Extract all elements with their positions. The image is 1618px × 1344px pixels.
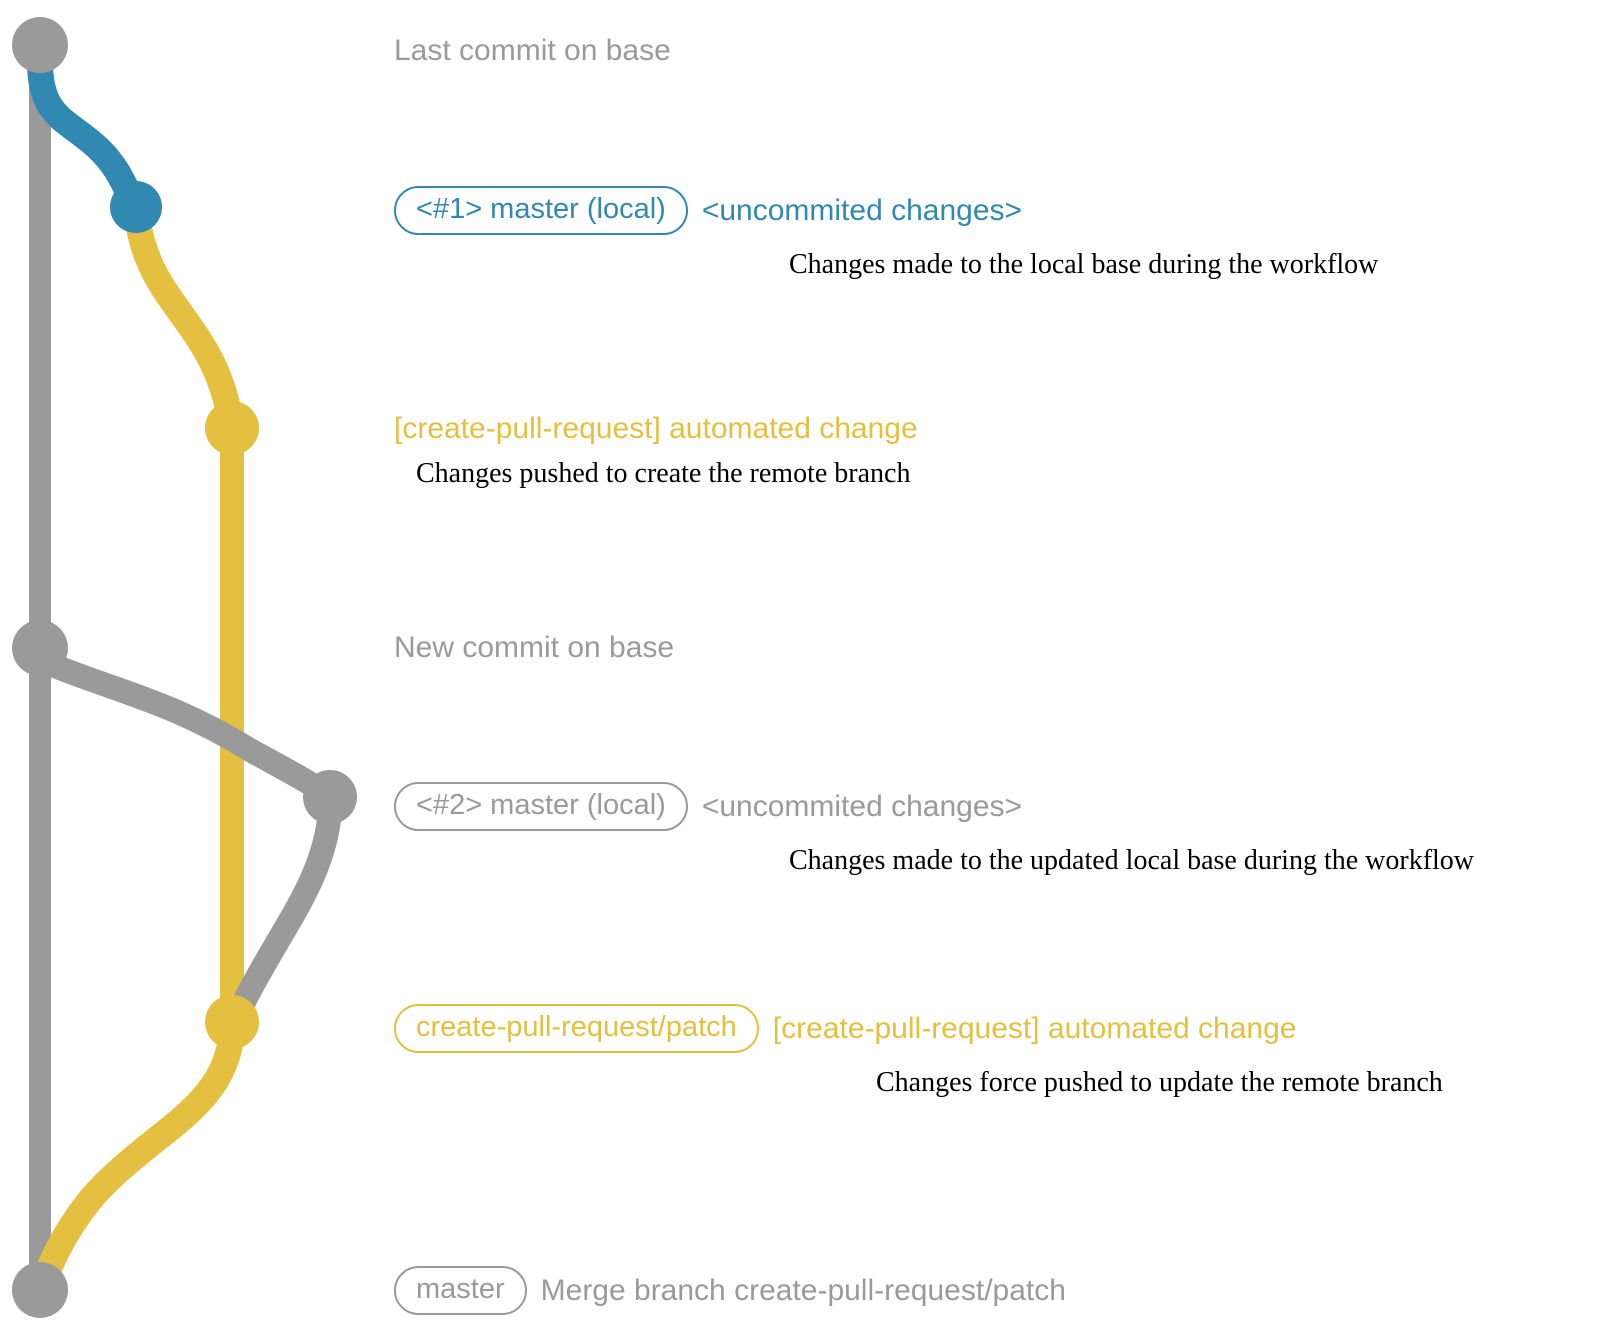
commit-row-local-master-2: <#2> master (local) <uncommited changes>… [394,782,1474,875]
new-commit-on-base-node [12,620,68,676]
patch-merge-line [27,1015,245,1303]
patch-branch-1-line [125,209,245,441]
commit-row-head: create-pull-request/patch [create-pull-r… [394,1004,1443,1053]
patch-commit-1-node [205,401,259,455]
commit-row-head: [create-pull-request] automated change [394,414,918,444]
merge-commit-node [12,1262,68,1318]
commit-subject: <uncommited changes> [701,193,1023,227]
commit-row-head: <#2> master (local) <uncommited changes> [394,782,1474,831]
local2-to-patch2-line [223,798,342,1032]
commit-row-head: <#1> master (local) <uncommited changes> [394,186,1378,235]
commit-note: Changes made to the local base during th… [789,249,1379,280]
patch-commit-2-node [205,995,259,1049]
commit-subject: Last commit on base [394,34,671,67]
commit-row-merge-commit: master Merge branch create-pull-request/… [394,1266,1066,1315]
commit-caption-last-commit-on-base: Last commit on base [394,36,671,66]
commit-row-patch-commit-1: [create-pull-request] automated change C… [394,414,918,488]
local-master-2-node [303,770,357,824]
ref-badge-create-pull-request-patch[interactable]: create-pull-request/patch [394,1004,759,1053]
commit-note: Changes made to the updated local base d… [789,845,1475,876]
commit-note: Changes force pushed to update the remot… [876,1067,1443,1098]
commit-row-head: master Merge branch create-pull-request/… [394,1266,1066,1315]
commit-note: Changes pushed to create the remote bran… [416,458,911,489]
commit-caption-new-commit-on-base: New commit on base [394,633,674,663]
ref-badge-local-master-2[interactable]: <#2> master (local) [394,782,688,831]
commit-subject: Merge branch create-pull-request/patch [540,1273,1066,1307]
commit-subject: [create-pull-request] automated change [772,1011,1297,1045]
commit-row-local-master-1: <#1> master (local) <uncommited changes>… [394,186,1378,279]
ref-badge-local-master-1[interactable]: <#1> master (local) [394,186,688,235]
last-commit-on-base-node [12,17,68,73]
commit-subject: <uncommited changes> [701,789,1023,823]
ref-badge-master[interactable]: master [394,1266,527,1315]
local-branch-2-line [28,648,342,809]
commit-subject: New commit on base [394,631,675,664]
commit-row-patch-commit-2: create-pull-request/patch [create-pull-r… [394,1004,1443,1097]
commit-subject: [create-pull-request] automated change [394,412,918,445]
local-master-1-node [110,181,162,233]
